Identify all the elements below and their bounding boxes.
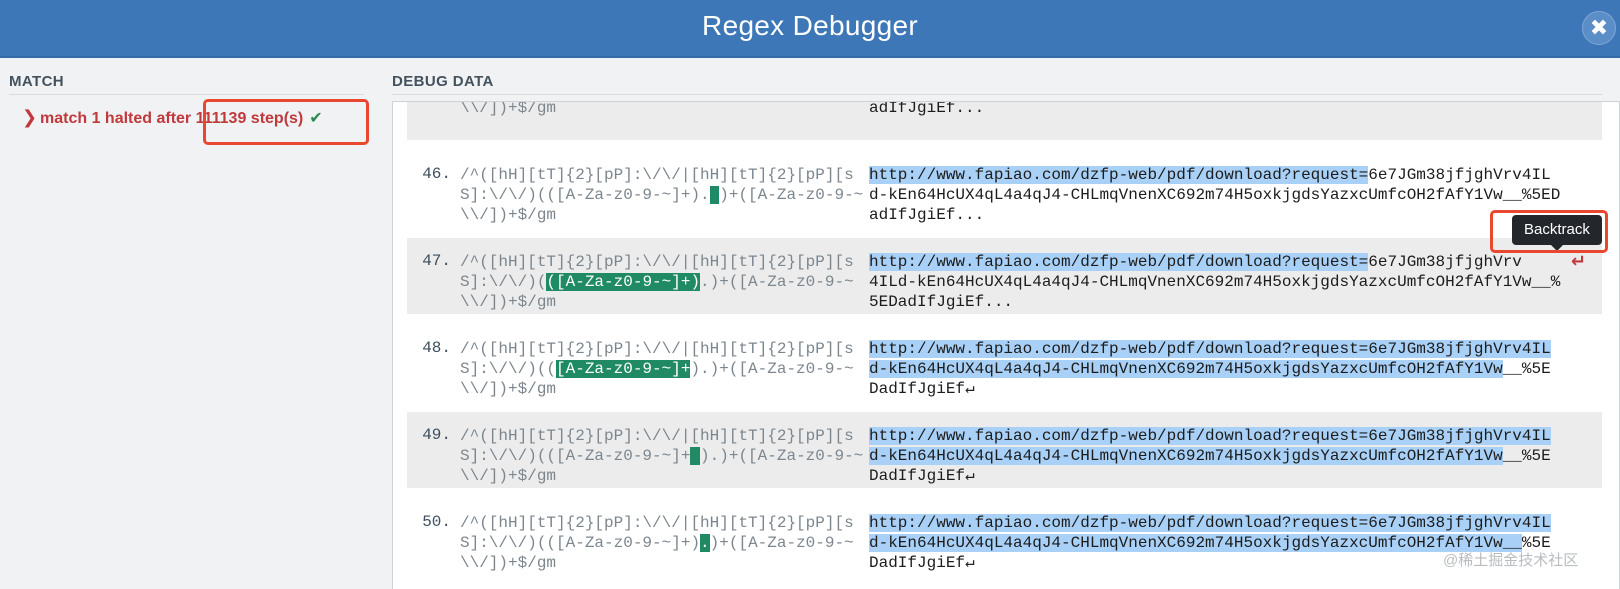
text-segment: __%5E DadIfJgiEf bbox=[869, 447, 1551, 485]
step-subject: http://www.fapiao.com/dzfp-web/pdf/downl… bbox=[869, 339, 1551, 399]
match-step-count: 111139 step(s) bbox=[195, 110, 304, 127]
current-token bbox=[709, 186, 720, 204]
text-segment: )+([A-Za-z0-9-~ \\/])+$/gm bbox=[460, 534, 854, 572]
text-segment: )+([A-Za-z0-9-~ \\/])+$/gm bbox=[460, 186, 864, 224]
current-token: [A-Za-z0-9-~]+ bbox=[556, 360, 691, 378]
current-token: ([A-Za-z0-9-~]+) bbox=[546, 273, 701, 291]
matched-text: http://www.fapiao.com/dzfp-web/pdf/downl… bbox=[869, 340, 1551, 378]
check-icon: ✔ bbox=[309, 110, 323, 127]
current-token bbox=[690, 447, 701, 465]
close-icon: ✖ bbox=[1589, 15, 1609, 40]
step-number: 47. bbox=[422, 252, 451, 270]
newline-icon: ↵ bbox=[965, 554, 975, 572]
matched-text: http://www.fapiao.com/dzfp-web/pdf/downl… bbox=[869, 427, 1551, 465]
step-pattern: S]:\/\/)(([A-Za-z0-9-~]+).)+([A-Za-z0-9-… bbox=[460, 101, 854, 118]
step-number: 46. bbox=[422, 165, 451, 183]
backtrack-icon[interactable]: ↵ bbox=[1571, 251, 1587, 271]
text-segment: /^([hH][tT]{2}[pP]:\/\/|[hH][tT]{2}[pP][… bbox=[460, 253, 854, 291]
matched-text: http://www.fapiao.com/dzfp-web/pdf/downl… bbox=[869, 166, 1369, 184]
current-token: . bbox=[700, 534, 710, 552]
text-segment: %5E DadIfJgiEf bbox=[869, 534, 1551, 572]
match-heading: MATCH bbox=[9, 73, 65, 90]
debug-step-row[interactable]: 49. /^([hH][tT]{2}[pP]:\/\/|[hH][tT]{2}[p… bbox=[407, 412, 1602, 488]
match-label: match 1 halted after bbox=[40, 110, 196, 127]
text-segment: 6e7JGm38jfjghVrv4IL d-kEn64HcUX4qL4a4qJ4… bbox=[869, 166, 1561, 224]
matched-text: http://www.fapiao.com/dzfp-web/pdf/downl… bbox=[869, 514, 1551, 552]
text-segment: /^([hH][tT]{2}[pP]:\/\/|[hH][tT]{2}[pP][… bbox=[460, 340, 854, 378]
match-item[interactable]: ❯match 1 halted after 111139 step(s) ✔ bbox=[22, 108, 323, 128]
step-subject: http://www.fapiao.com/dzfp-web/pdf/downl… bbox=[869, 165, 1560, 225]
step-pattern: /^([hH][tT]{2}[pP]:\/\/|[hH][tT]{2}[pP][… bbox=[460, 426, 863, 486]
debug-step-row[interactable]: 47. /^([hH][tT]{2}[pP]:\/\/|[hH][tT]{2}[p… bbox=[407, 238, 1602, 314]
step-pattern: /^([hH][tT]{2}[pP]:\/\/|[hH][tT]{2}[pP][… bbox=[460, 252, 854, 312]
step-subject: http://www.fapiao.com/dzfp-web/pdf/downl… bbox=[869, 426, 1551, 486]
text-segment: )+([A-Za-z0-9-~ \\/])+$/gm bbox=[460, 101, 557, 117]
step-pattern: /^([hH][tT]{2}[pP]:\/\/|[hH][tT]{2}[pP][… bbox=[460, 339, 854, 399]
step-subject: http://www.fapiao.com/dzfp-web/pdf/downl… bbox=[869, 513, 1551, 573]
step-pattern: /^([hH][tT]{2}[pP]:\/\/|[hH][tT]{2}[pP][… bbox=[460, 513, 854, 573]
text-segment: ).)+([A-Za-z0-9-~ \\/])+$/gm bbox=[460, 447, 864, 485]
debug-data-heading: DEBUG DATA bbox=[392, 73, 494, 90]
backtrack-tooltip: Backtrack bbox=[1512, 215, 1602, 251]
text-segment: /^([hH][tT]{2}[pP]:\/\/|[hH][tT]{2}[pP][… bbox=[460, 166, 854, 204]
matched-text: http://www.fapiao.com/dzfp-web/pdf/downl… bbox=[869, 253, 1369, 271]
debug-step-row[interactable]: 46. /^([hH][tT]{2}[pP]:\/\/|[hH][tT]{2}[p… bbox=[407, 151, 1602, 227]
step-number: 50. bbox=[422, 513, 451, 531]
close-button[interactable]: ✖ bbox=[1582, 11, 1616, 45]
debug-data-heading-divider bbox=[392, 94, 1602, 95]
text-segment: ).)+([A-Za-z0-9-~ \\/])+$/gm bbox=[460, 360, 854, 398]
text-segment: d-kEn64HcUX4qL4a4qJ4-CHLmqVnenXC692m74H5… bbox=[869, 101, 985, 117]
backtrack-annotation-box bbox=[1490, 210, 1608, 253]
newline-icon: ↵ bbox=[965, 467, 975, 485]
text-segment: .)+([A-Za-z0-9-~ \\/])+$/gm bbox=[460, 273, 854, 311]
step-subject: d-kEn64HcUX4qL4a4qJ4-CHLmqVnenXC692m74H5… bbox=[869, 101, 1560, 118]
newline-icon: ↵ bbox=[965, 380, 975, 398]
text-segment: /^([hH][tT]{2}[pP]:\/\/|[hH][tT]{2}[pP][… bbox=[460, 427, 854, 465]
window-title: Regex Debugger bbox=[702, 10, 918, 41]
title-bar: Regex Debugger ✖ bbox=[0, 0, 1620, 58]
debug-step-row[interactable]: 50. /^([hH][tT]{2}[pP]:\/\/|[hH][tT]{2}[p… bbox=[407, 499, 1602, 575]
debug-step-row[interactable]: 48. /^([hH][tT]{2}[pP]:\/\/|[hH][tT]{2}[p… bbox=[407, 325, 1602, 401]
text-segment: __%5E DadIfJgiEf bbox=[869, 360, 1551, 398]
step-count-annotation-box bbox=[203, 99, 369, 145]
step-number: 49. bbox=[422, 426, 451, 444]
step-pattern: /^([hH][tT]{2}[pP]:\/\/|[hH][tT]{2}[pP][… bbox=[460, 165, 863, 225]
step-number: 48. bbox=[422, 339, 451, 357]
debug-step-row[interactable]: S]:\/\/)(([A-Za-z0-9-~]+).)+([A-Za-z0-9-… bbox=[407, 101, 1602, 140]
step-subject: http://www.fapiao.com/dzfp-web/pdf/downl… bbox=[869, 252, 1560, 312]
debug-steps-list[interactable]: S]:\/\/)(([A-Za-z0-9-~]+).)+([A-Za-z0-9-… bbox=[392, 101, 1620, 589]
match-panel: MATCH ❯match 1 halted after 111139 step(… bbox=[0, 58, 375, 589]
match-heading-divider bbox=[9, 94, 364, 95]
text-segment: /^([hH][tT]{2}[pP]:\/\/|[hH][tT]{2}[pP][… bbox=[460, 514, 854, 552]
chevron-right-icon: ❯ bbox=[22, 107, 38, 127]
watermark: @稀土掘金技术社区 bbox=[1443, 552, 1579, 569]
text-segment: 6e7JGm38jfjghVrv 4ILd-kEn64HcUX4qL4a4qJ4… bbox=[869, 253, 1561, 311]
